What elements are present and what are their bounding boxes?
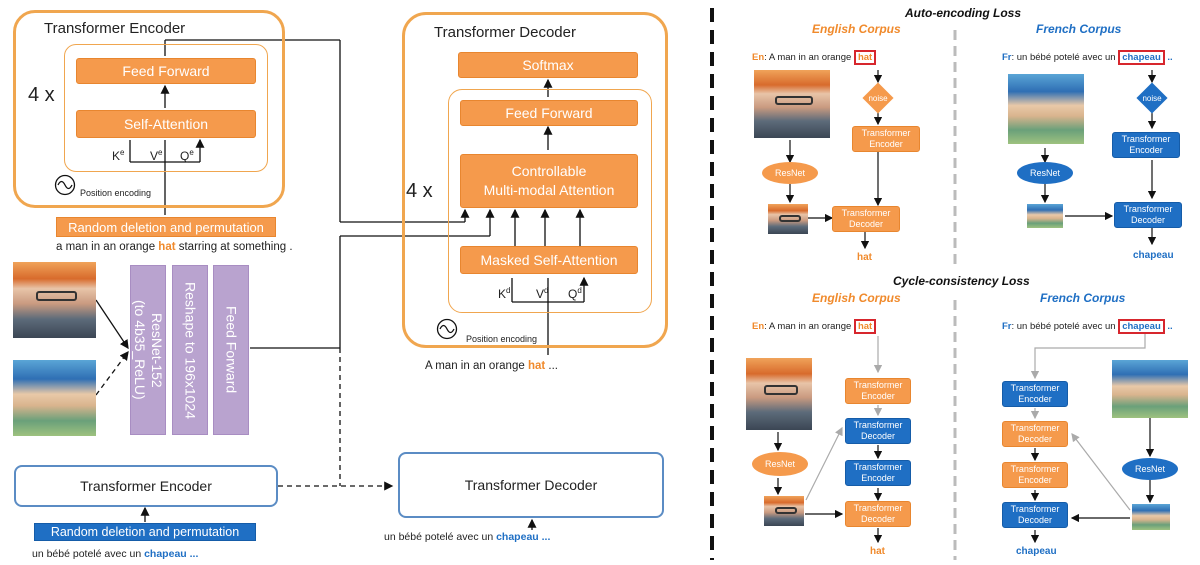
photo-man-icon [13,262,96,338]
decoder-repeat: 4 x [406,180,433,202]
decoder-input-sentence: A man in an orange hat ... [425,360,558,372]
photo-man-icon [754,70,830,138]
decoder-feed-forward: Feed Forward [460,100,638,126]
encoder-k-label: Ke [112,148,125,163]
auto-fr-output: chapeau [1133,250,1174,261]
masked-self-attention: Masked Self-Attention [460,246,638,274]
photo-baby-icon [13,360,96,436]
encoder-position-encoding: Position encoding [80,188,152,198]
decoder-title: Transformer Decoder [434,24,576,41]
auto-en-resnet: ResNet [762,162,818,184]
cycle-en-sentence: En: A man in an orange hat [752,319,877,334]
decoder-v-label: Vd [536,286,549,301]
encoder-repeat: 4 x [28,84,55,106]
encoder-title: Transformer Encoder [44,20,186,37]
position-encoding-icon [436,318,458,340]
auto-fr-noise: noise [1136,82,1168,114]
decoder-inner-frame [448,89,652,313]
cycle-fr-output: chapeau [1016,546,1057,557]
photo-baby-icon [1008,74,1084,144]
bottom-encoder: Transformer Encoder [14,465,278,507]
cycle-fr-resnet: ResNet [1122,458,1178,480]
auto-french-corpus: French Corpus [1036,22,1122,36]
auto-en-noise: noise [862,82,894,114]
auto-en-sentence: En: A man in an orange hat [752,50,877,65]
position-encoding-icon [54,174,76,196]
encoder-input-sentence: a man in an orange hat starring at somet… [56,241,293,253]
photo-baby-icon [1027,204,1063,228]
encoder-inner-frame [64,44,268,172]
bottom-target-sentence: un bébé potelé avec un chapeau ... [384,531,551,543]
auto-fr-resnet: ResNet [1017,162,1073,184]
bottom-random-deletion: Random deletion and permutation [34,523,256,541]
resnet-152-block: ResNet-152 (to 4b35_ReLU) [130,265,166,435]
encoder-random-deletion: Random deletion and permutation [56,217,276,237]
decoder-position-encoding: Position encoding [466,334,538,344]
decoder-k-label: Kd [498,286,511,301]
decoder-q-label: Qd [568,286,582,301]
encoder-self-attention: Self-Attention [76,110,256,138]
bottom-source-sentence: un bébé potelé avec un chapeau ... [32,548,199,560]
auto-fr-sentence: Fr: un bébé potelé avec un chapeau .. [1002,50,1173,65]
bottom-decoder: Transformer Decoder [398,452,664,518]
image-feed-forward-block: Feed Forward [213,265,249,435]
decoder-frame [402,12,668,348]
photo-man-icon [768,204,808,234]
encoder-v-label: Ve [150,148,163,163]
photo-man-icon [746,358,812,430]
cycle-en-output: hat [870,546,885,557]
cycle-english-corpus: English Corpus [812,291,901,305]
encoder-q-label: Qe [180,148,194,163]
auto-en-output: hat [857,252,872,263]
cycle-fr-sentence: Fr: un bébé potelé avec un chapeau .. [1002,319,1173,334]
photo-baby-icon [1112,360,1188,418]
decoder-softmax: Softmax [458,52,638,78]
cycle-french-corpus: French Corpus [1040,291,1126,305]
photo-baby-icon [1132,504,1170,530]
cycle-consistency-title: Cycle-consistency Loss [893,274,1030,288]
photo-man-icon [764,496,804,526]
encoder-frame [13,10,285,208]
reshape-block: Reshape to 196x1024 [172,265,208,435]
auto-encoding-title: Auto-encoding Loss [905,6,1021,20]
auto-english-corpus: English Corpus [812,22,901,36]
encoder-feed-forward: Feed Forward [76,58,256,84]
cycle-en-resnet: ResNet [752,452,808,476]
